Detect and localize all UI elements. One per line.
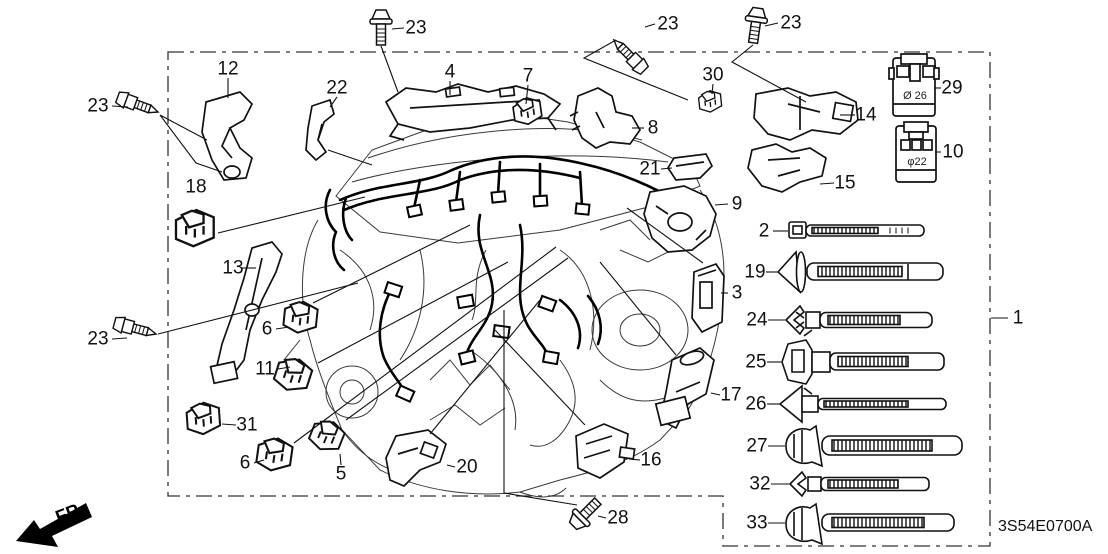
callout-9: 9	[731, 193, 743, 215]
callout-1: 1	[1012, 307, 1024, 329]
callout-32: 32	[749, 473, 771, 495]
callout-13: 13	[222, 257, 244, 279]
callout-16: 16	[640, 449, 662, 471]
harness-connectors	[383, 190, 591, 404]
bolt-28	[564, 492, 607, 535]
part-31-connector	[185, 400, 222, 437]
callout-15: 15	[834, 172, 856, 194]
callout-20: 20	[456, 456, 478, 478]
part-10-cover	[895, 121, 937, 183]
callout-14: 14	[855, 104, 877, 126]
cover-29-size-label: Ø 26	[903, 90, 927, 102]
tie-32	[788, 470, 930, 498]
part-8-bracket	[569, 87, 642, 149]
leader-lines	[111, 22, 1008, 524]
part-9-bracket	[643, 185, 717, 253]
bolt-23-top-a	[369, 9, 393, 46]
tie-2	[788, 221, 925, 239]
callout-18: 18	[185, 176, 207, 198]
callout-30: 30	[702, 64, 724, 86]
callout-29: 29	[941, 77, 963, 99]
sensor-23-top-left	[114, 89, 162, 121]
callout-17: 17	[720, 384, 742, 406]
callout-6-lower: 6	[239, 452, 251, 474]
part-6-upper-connector	[281, 299, 320, 336]
part-29-cover	[888, 53, 940, 117]
callout-24: 24	[746, 309, 768, 331]
callout-33: 33	[746, 512, 768, 534]
part-11-connector	[270, 352, 316, 397]
callout-11: 11	[255, 358, 275, 380]
callout-7: 7	[522, 65, 534, 87]
diagram-code: 3S54E0700A	[998, 518, 1093, 535]
part-shapes	[201, 53, 940, 488]
callout-19: 19	[744, 261, 766, 283]
part-6-lower-connector	[254, 434, 295, 474]
callout-25: 25	[745, 351, 767, 373]
part-13-bracket	[209, 241, 283, 385]
tie-25	[781, 329, 945, 395]
callout-4: 4	[444, 61, 456, 83]
part-21-bracket	[666, 153, 714, 181]
part-30-clip	[697, 89, 723, 114]
tie-24	[784, 304, 933, 336]
part-16-connector	[575, 423, 636, 479]
part-20-bracket	[385, 429, 447, 488]
tie-33	[785, 502, 955, 546]
callout-6-upper: 6	[261, 318, 273, 340]
part-5-connector	[305, 415, 348, 457]
part-15-bracket	[747, 143, 827, 193]
callout-23-sensor: 23	[657, 13, 679, 35]
callout-26: 26	[745, 393, 767, 415]
part-3-connector	[691, 262, 725, 334]
tie-27	[785, 424, 963, 468]
callout-8: 8	[647, 117, 659, 139]
callout-31: 31	[236, 414, 258, 436]
callout-27: 27	[746, 435, 768, 457]
part-18-connector	[174, 208, 215, 248]
part-14-bracket	[753, 87, 859, 141]
callout-23-top-b: 23	[780, 12, 802, 34]
tie-19	[776, 250, 944, 294]
boundary-box	[167, 51, 991, 547]
callout-3: 3	[731, 282, 743, 304]
part-22-bracket	[305, 98, 335, 162]
fr-direction-arrow	[16, 503, 92, 547]
callout-23-top-a: 23	[405, 17, 427, 39]
callout-21: 21	[639, 158, 661, 180]
callout-23-left-lower: 23	[87, 328, 109, 350]
callout-28: 28	[607, 507, 629, 529]
part-4-rail	[384, 83, 562, 141]
part-17-connector	[654, 347, 715, 430]
tie-26	[778, 384, 947, 424]
callout-23-top-left: 23	[87, 95, 109, 117]
callout-22: 22	[326, 77, 348, 99]
bolt-23-top-b	[741, 5, 770, 46]
cover-10-size-label: φ22	[907, 156, 927, 168]
sensor-23-left-lower	[111, 314, 159, 343]
cable-ties	[776, 221, 963, 546]
callout-5: 5	[335, 463, 347, 485]
part-12-bracket	[201, 91, 254, 181]
callout-10: 10	[942, 141, 964, 163]
callout-2: 2	[758, 220, 770, 242]
callout-12: 12	[217, 58, 239, 80]
